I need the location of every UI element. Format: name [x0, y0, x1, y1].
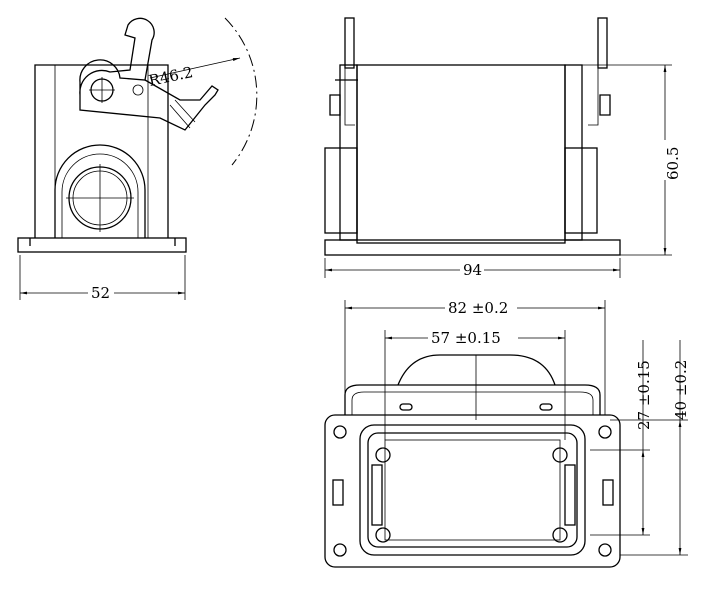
bottom-outer-height-label: 40 ±0.2 — [672, 360, 690, 420]
radius-label: R46.2 — [147, 63, 194, 90]
front-width-label: 94 — [463, 261, 482, 279]
front-view: 60.5 94 — [324, 17, 682, 279]
side-view: R46.2 52 — [17, 17, 258, 302]
bottom-inner-height-label: 27 ±0.15 — [635, 360, 653, 430]
locking-lever — [79, 17, 155, 96]
front-height-label: 60.5 — [664, 147, 682, 180]
swing-radius-arc — [224, 17, 258, 166]
side-width-label: 52 — [91, 284, 110, 302]
bottom-outer-width-label: 82 ±0.2 — [448, 299, 508, 317]
bottom-view: 82 ±0.2 57 ±0.15 27 ±0.15 40 ±0.2 — [324, 299, 690, 568]
bottom-inner-width-label: 57 ±0.15 — [431, 329, 501, 347]
